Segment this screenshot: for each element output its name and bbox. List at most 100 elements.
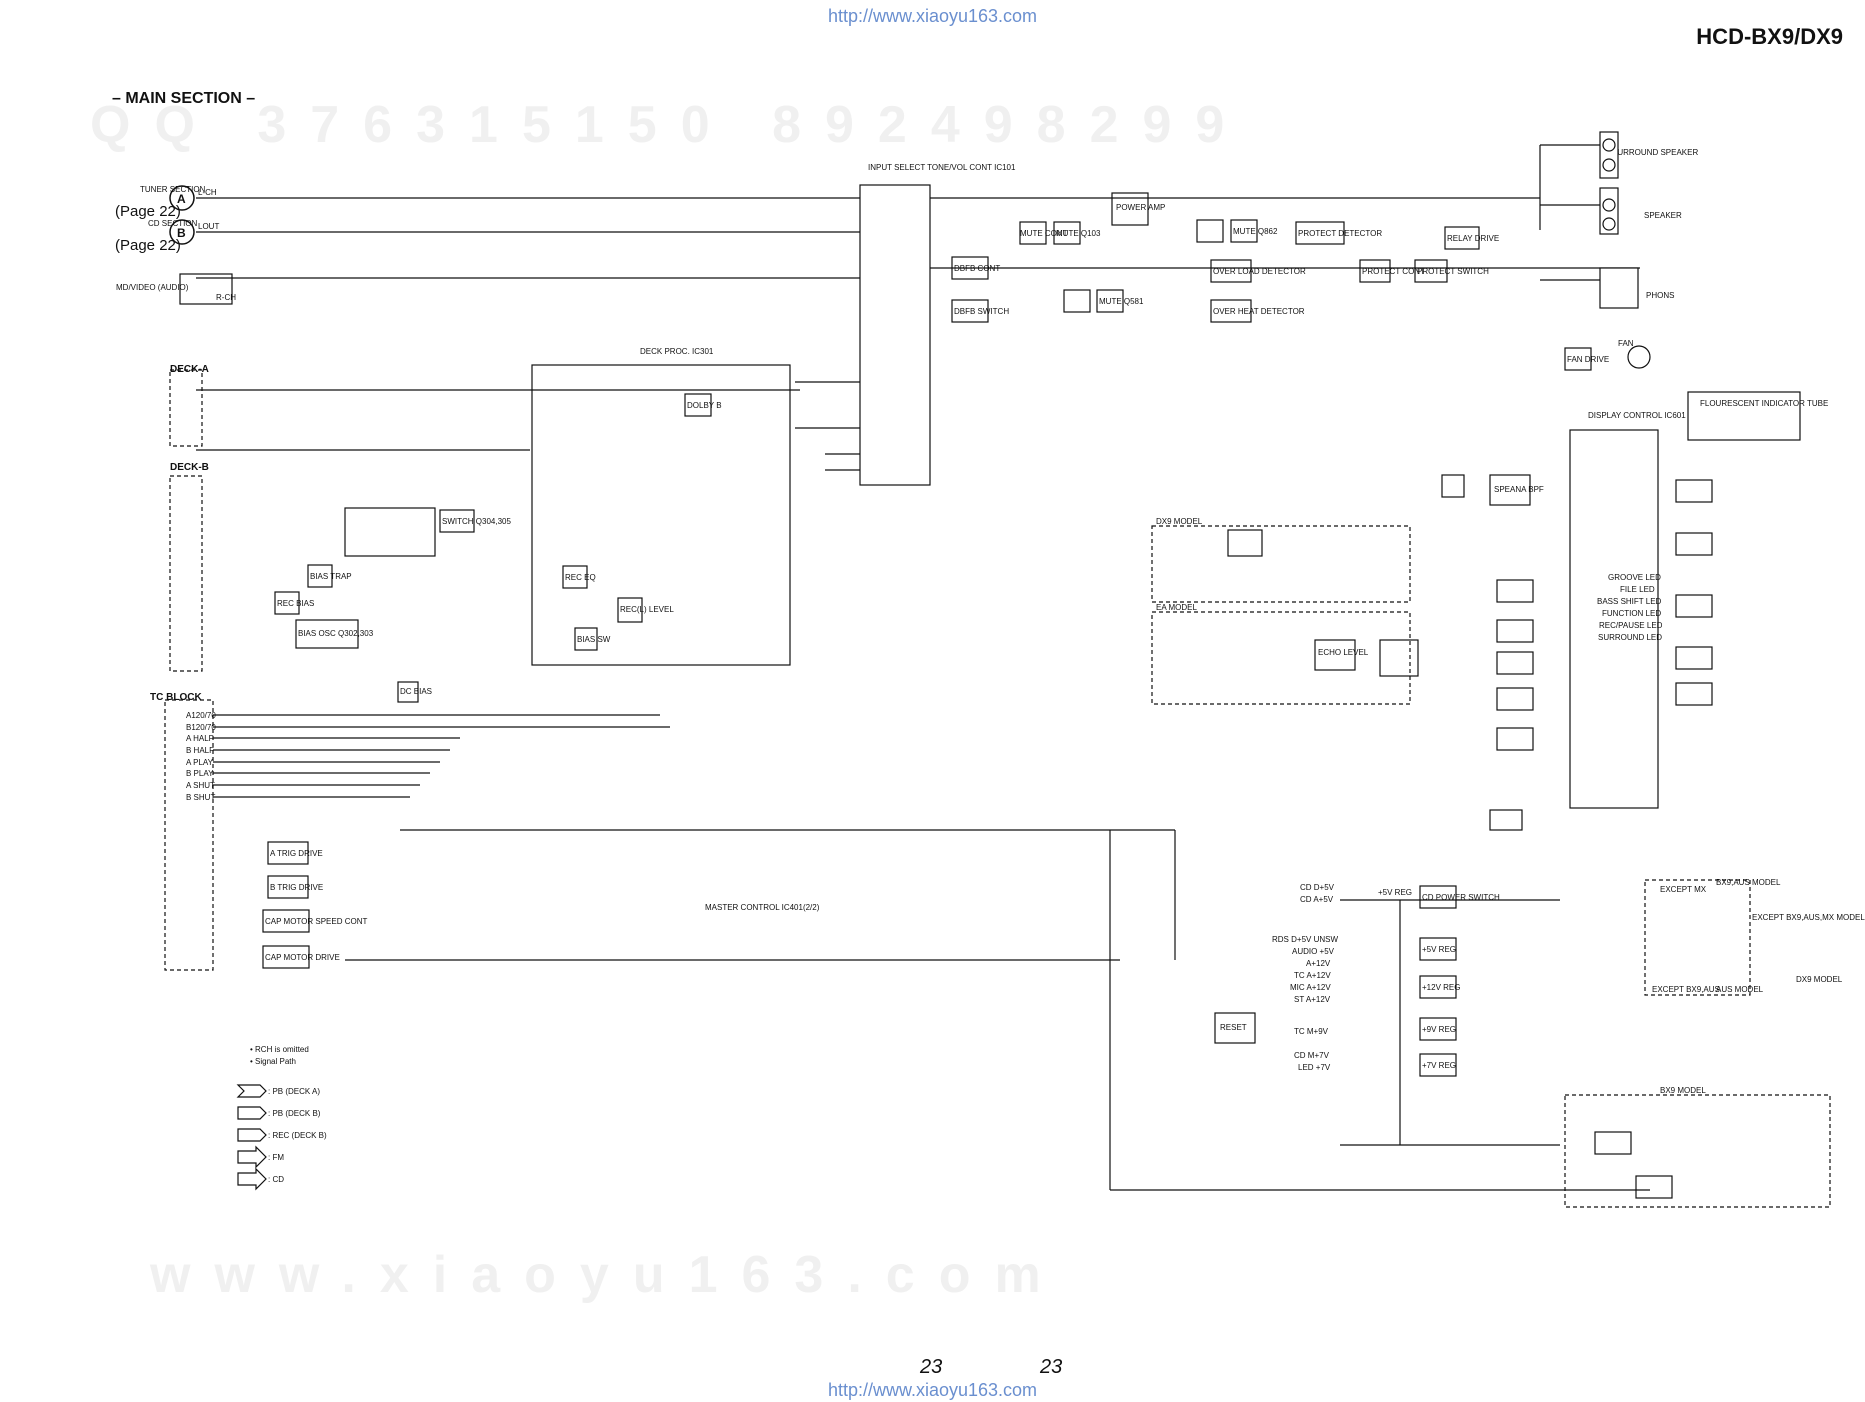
tc-pin-3: B HALF [186, 746, 214, 755]
switch-label: SWITCH Q304,305 [442, 517, 511, 526]
led-function: FUNCTION LED [1602, 609, 1661, 618]
ea-model-label: EA MODEL [1156, 603, 1197, 612]
relay-drive-label: RELAY DRIVE [1447, 234, 1499, 243]
led-surround: SURROUND LED [1598, 633, 1662, 642]
mute-q103-label: MUTE Q103 [1056, 229, 1101, 238]
led-bass-shift: BASS SHIFT LED [1597, 597, 1662, 606]
legend-note-1: • RCH is omitted [250, 1045, 309, 1054]
tc-pin-7: B SHUT [186, 793, 215, 802]
legend-item-0: : PB (DECK A) [268, 1087, 320, 1096]
page-number-right: 23 [1040, 1356, 1063, 1378]
rail-st-a12v: ST A+12V [1294, 995, 1331, 1004]
rch-label: R-CH [216, 293, 236, 302]
rail-tc-a12v: TC A+12V [1294, 971, 1331, 980]
mute-cont-label: MUTE CONT [1020, 229, 1068, 238]
legend-item-4: : CD [268, 1175, 284, 1184]
svg-text:A: A [177, 192, 186, 206]
overload-label: OVER LOAD DETECTOR [1213, 267, 1306, 276]
page-number-left: 23 [920, 1356, 943, 1378]
except-bx9-aus-label: EXCEPT BX9,AUS [1652, 985, 1720, 994]
rec-level-label: REC(L) LEVEL [620, 605, 674, 614]
svg-text:B: B [177, 226, 186, 240]
except-mx-label: EXCEPT MX [1660, 885, 1707, 894]
reset-label: RESET [1220, 1023, 1247, 1032]
rec-eq-label: REC EQ [565, 573, 596, 582]
watermark-domain: www.xiaoyu163.com [150, 1246, 1065, 1304]
led-groove: GROOVE LED [1608, 573, 1661, 582]
except-bx9-label: EXCEPT BX9,AUS,MX MODEL [1752, 913, 1865, 922]
tc-pin-0: A120/70 [186, 711, 216, 720]
reg-cd-power: CD POWER SWITCH [1422, 893, 1500, 902]
ic601-label: DISPLAY CONTROL IC601 [1588, 411, 1686, 420]
tc-pin-5: B PLAY [186, 769, 214, 778]
dx9-model-right-label: DX9 MODEL [1796, 975, 1843, 984]
cd-section-label: CD SECTION [148, 219, 198, 228]
rec-bias-label: REC BIAS [277, 599, 314, 608]
rail-a12v: A+12V [1306, 959, 1331, 968]
tc-pin-6: A SHUT [186, 781, 215, 790]
led-file: FILE LED [1620, 585, 1655, 594]
reg-12v: +12V REG [1422, 983, 1460, 992]
tc-pin-2: A HALF [186, 734, 214, 743]
deck-a-label: DECK-A [170, 364, 209, 375]
aus-model-label: AUS MODEL [1716, 985, 1764, 994]
rail-mic-a12v: MIC A+12V [1290, 983, 1331, 992]
bias-osc-label: BIAS OSC Q302,303 [298, 629, 374, 638]
reg-5v-a: +5V REG [1378, 888, 1412, 897]
rail-tc-m9v: TC M+9V [1294, 1027, 1329, 1036]
led-rec-pause: REC/PAUSE LED [1599, 621, 1663, 630]
lout-label: LOUT [198, 222, 219, 231]
rail-audio-5v: AUDIO +5V [1292, 947, 1335, 956]
legend-item-1: : PB (DECK B) [268, 1109, 321, 1118]
reg-7v: +7V REG [1422, 1061, 1456, 1070]
legend-note-2: • Signal Path [250, 1057, 296, 1066]
cap-drive-label: CAP MOTOR DRIVE [265, 953, 340, 962]
legend-item-2: : REC (DECK B) [268, 1131, 327, 1140]
a-trig-drive-label: A TRIG DRIVE [270, 849, 323, 858]
fan-label: FAN [1618, 339, 1634, 348]
bx9-aus-model-label: BX9,AUS MODEL [1716, 878, 1781, 887]
mute-q581-label: MUTE Q581 [1099, 297, 1144, 306]
rail-led-7v: LED +7V [1298, 1063, 1331, 1072]
section-title: – MAIN SECTION – [112, 90, 256, 107]
legend-item-3: : FM [268, 1153, 284, 1162]
mute-q862-label: MUTE Q862 [1233, 227, 1278, 236]
ic301-label: DECK PROC. IC301 [640, 347, 714, 356]
bias-sw-label: BIAS SW [577, 635, 611, 644]
dbfb-switch-label: DBFB SWITCH [954, 307, 1009, 316]
mdvideo-label: MD/VIDEO (AUDIO) [116, 283, 189, 292]
ic401-label: MASTER CONTROL IC401(2/2) [705, 903, 820, 912]
dc-bias-label: DC BIAS [400, 687, 432, 696]
fan-drive-label: FAN DRIVE [1567, 355, 1609, 364]
speaker-label: SPEAKER [1644, 211, 1682, 220]
tc-pin-1: B120/70 [186, 723, 216, 732]
echo-level-label: ECHO LEVEL [1318, 648, 1369, 657]
surround-speaker-label: SURROUND SPEAKER [1612, 148, 1698, 157]
lch-label: L-CH [198, 188, 217, 197]
power-amp-label: POWER AMP [1116, 203, 1165, 212]
bx9-model-label: BX9 MODEL [1660, 1086, 1706, 1095]
watermark-numbers: QQ 376315150 892498299 [90, 96, 1249, 154]
reg-9v: +9V REG [1422, 1025, 1456, 1034]
model-title: HCD-BX9/DX9 [1696, 24, 1843, 49]
deck-b-label: DECK-B [170, 462, 209, 473]
rail-cd-a5v: CD A+5V [1300, 895, 1334, 904]
cd-page-ref[interactable]: (Page 22) [115, 237, 181, 254]
dolby-label: DOLBY B [687, 401, 722, 410]
rail-cd-m7v: CD M+7V [1294, 1051, 1330, 1060]
dx9-model-label: DX9 MODEL [1156, 517, 1203, 526]
protect-cont-label: PROTECT CONT [1362, 267, 1425, 276]
header-url[interactable]: http://www.xiaoyu163.com [827, 6, 1038, 26]
footer-url[interactable]: http://www.xiaoyu163.com [827, 1380, 1038, 1400]
tc-pin-4: A PLAY [186, 758, 214, 767]
speana-bpf-label: SPEANA BPF [1494, 485, 1544, 494]
b-trig-drive-label: B TRIG DRIVE [270, 883, 323, 892]
ic101-label: INPUT SELECT TONE/VOL CONT IC101 [868, 163, 1016, 172]
protect-switch-label: PROTECT SWITCH [1417, 267, 1489, 276]
dbfb-cont-label: DBFB CONT [954, 264, 1000, 273]
phones-label: PHONS [1646, 291, 1674, 300]
overheat-label: OVER HEAT DETECTOR [1213, 307, 1305, 316]
tuner-page-ref[interactable]: (Page 22) [115, 203, 181, 220]
